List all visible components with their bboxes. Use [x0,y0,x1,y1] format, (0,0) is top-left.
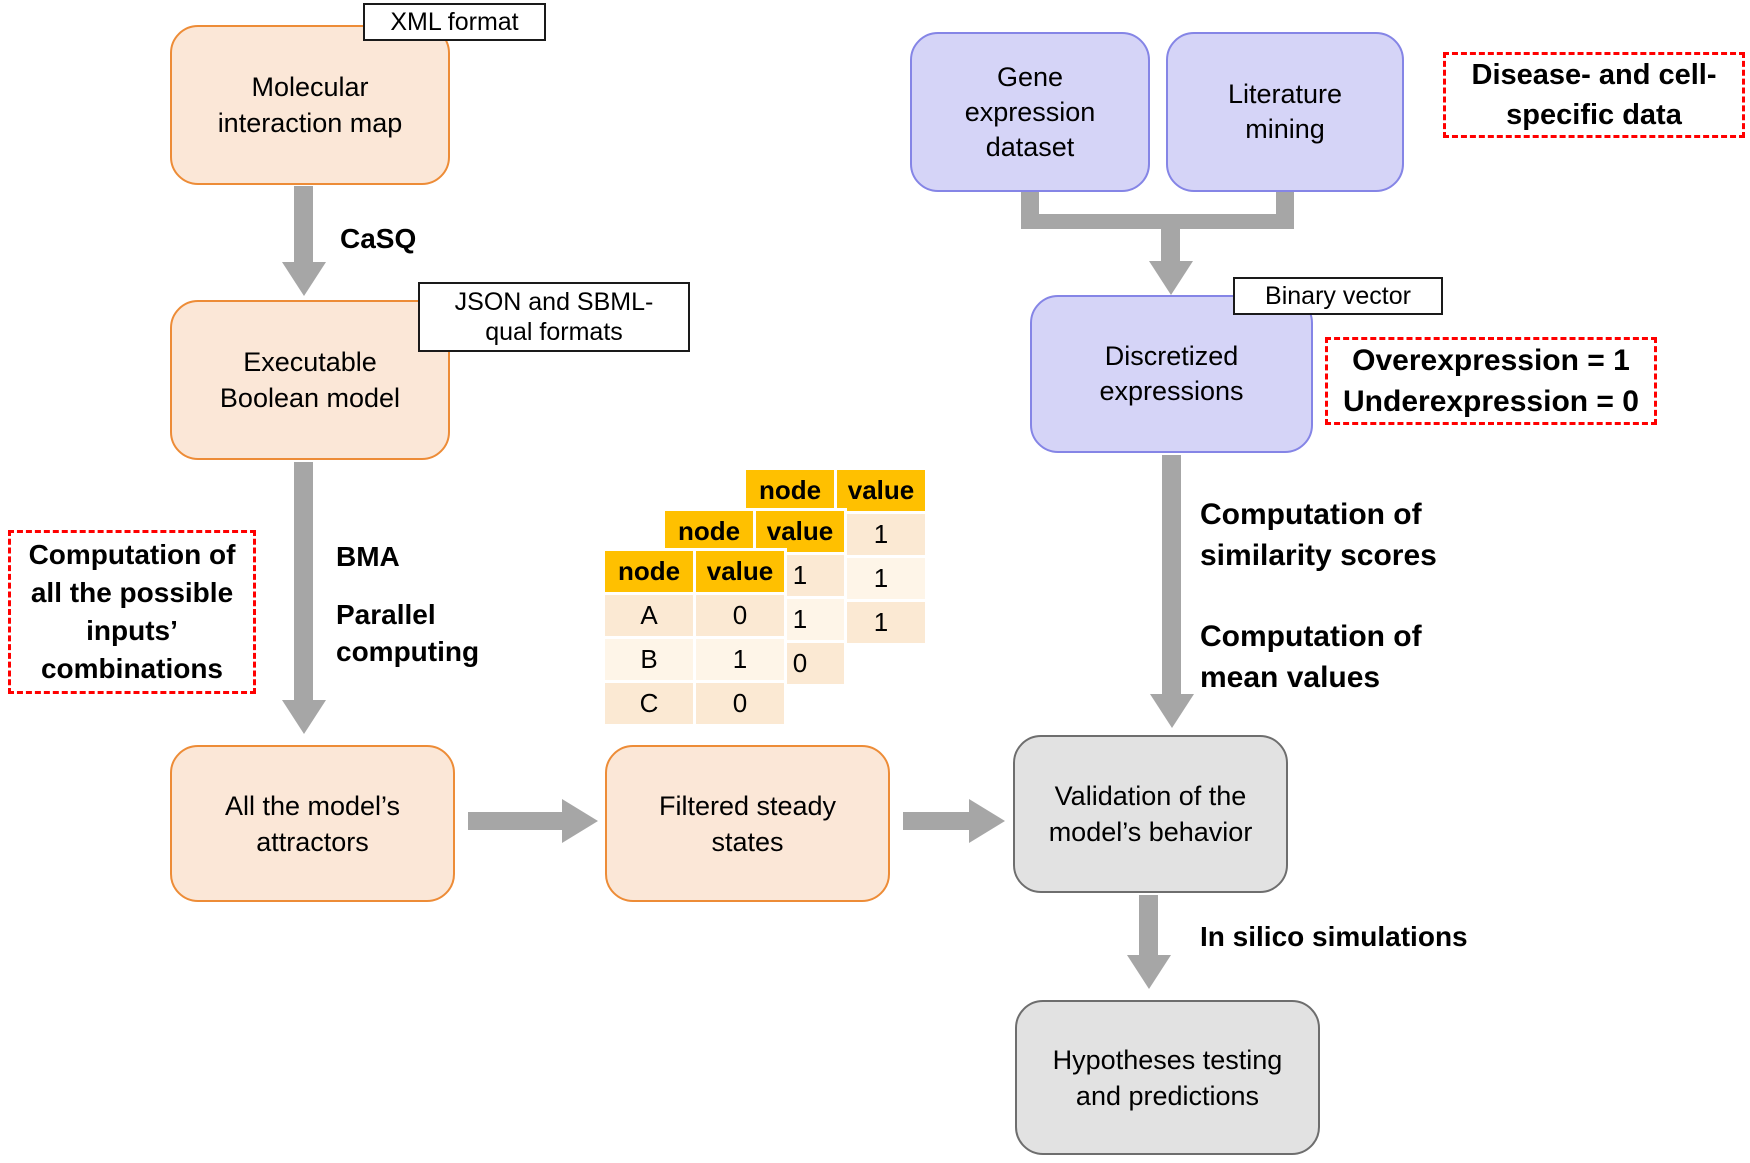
steady-state-table-front: node value A 0 B 1 C 0 [602,548,787,727]
arrowhead-down-icon [1149,261,1193,295]
mean-values-label: Computation of mean values [1200,620,1422,694]
table-row: C 0 [605,683,784,724]
validation-box: Validation of the model’s behavior [1013,735,1288,893]
arrow-validation-to-hypotheses [1139,895,1158,955]
json-sbml-formats-label: JSON and SBML- qual formats [418,282,690,352]
in-silico-simulations-label: In silico simulations [1200,921,1468,952]
gene-expression-dataset-box: Gene expression dataset [910,32,1150,192]
table-row: B 1 [605,639,784,680]
arrowhead-right-icon [969,799,1005,843]
filtered-steady-states-box: Filtered steady states [605,745,890,902]
parallel-computing-label: Parallel computing [336,599,480,667]
arrowhead-right-icon [562,799,598,843]
value-header: value [756,511,844,552]
hypotheses-box: Hypotheses testing and predictions [1015,1000,1320,1155]
node-header: node [605,551,693,592]
table-row: A 0 [605,595,784,636]
arrow-merge-to-discretized [1161,229,1180,261]
molecular-interaction-map-box: Molecular interaction map [170,25,450,185]
discretized-expressions-box: Discretized expressions [1030,295,1313,453]
bma-label: BMA [336,541,400,572]
executable-boolean-model-box: Executable Boolean model [170,300,450,460]
binary-vector-label: Binary vector [1233,277,1443,315]
arrow-attractors-to-filtered [468,812,562,830]
table-header-row: node value [605,551,784,592]
similarity-scores-label: Computation of similarity scores [1200,498,1437,572]
inputs-combinations-callout: Computation of all the possible inputs’ … [8,530,256,694]
table-header-row: node value [746,470,925,511]
table-header-row: node value [665,511,844,552]
bracket-bar [1021,214,1294,229]
arrow-executable-to-attractors [294,462,313,700]
arrowhead-down-icon [1127,955,1171,989]
arrow-discretized-to-validation [1162,455,1181,694]
literature-mining-box: Literature mining [1166,32,1404,192]
arrowhead-down-icon [282,700,326,734]
arrow-molecular-to-executable [294,186,313,262]
casq-label: CaSQ [340,223,417,254]
discretization-rule-callout: Overexpression = 1 Underexpression = 0 [1325,337,1657,425]
arrowhead-down-icon [282,262,326,296]
value-header: value [837,470,925,511]
arrowhead-down-icon [1150,694,1194,728]
arrow-filtered-to-validation [903,812,969,830]
model-attractors-box: All the model’s attractors [170,745,455,902]
node-header: node [665,511,753,552]
node-header: node [746,470,834,511]
xml-format-label: XML format [363,3,546,41]
disease-cell-specific-callout: Disease- and cell- specific data [1443,52,1745,138]
value-header: value [696,551,784,592]
